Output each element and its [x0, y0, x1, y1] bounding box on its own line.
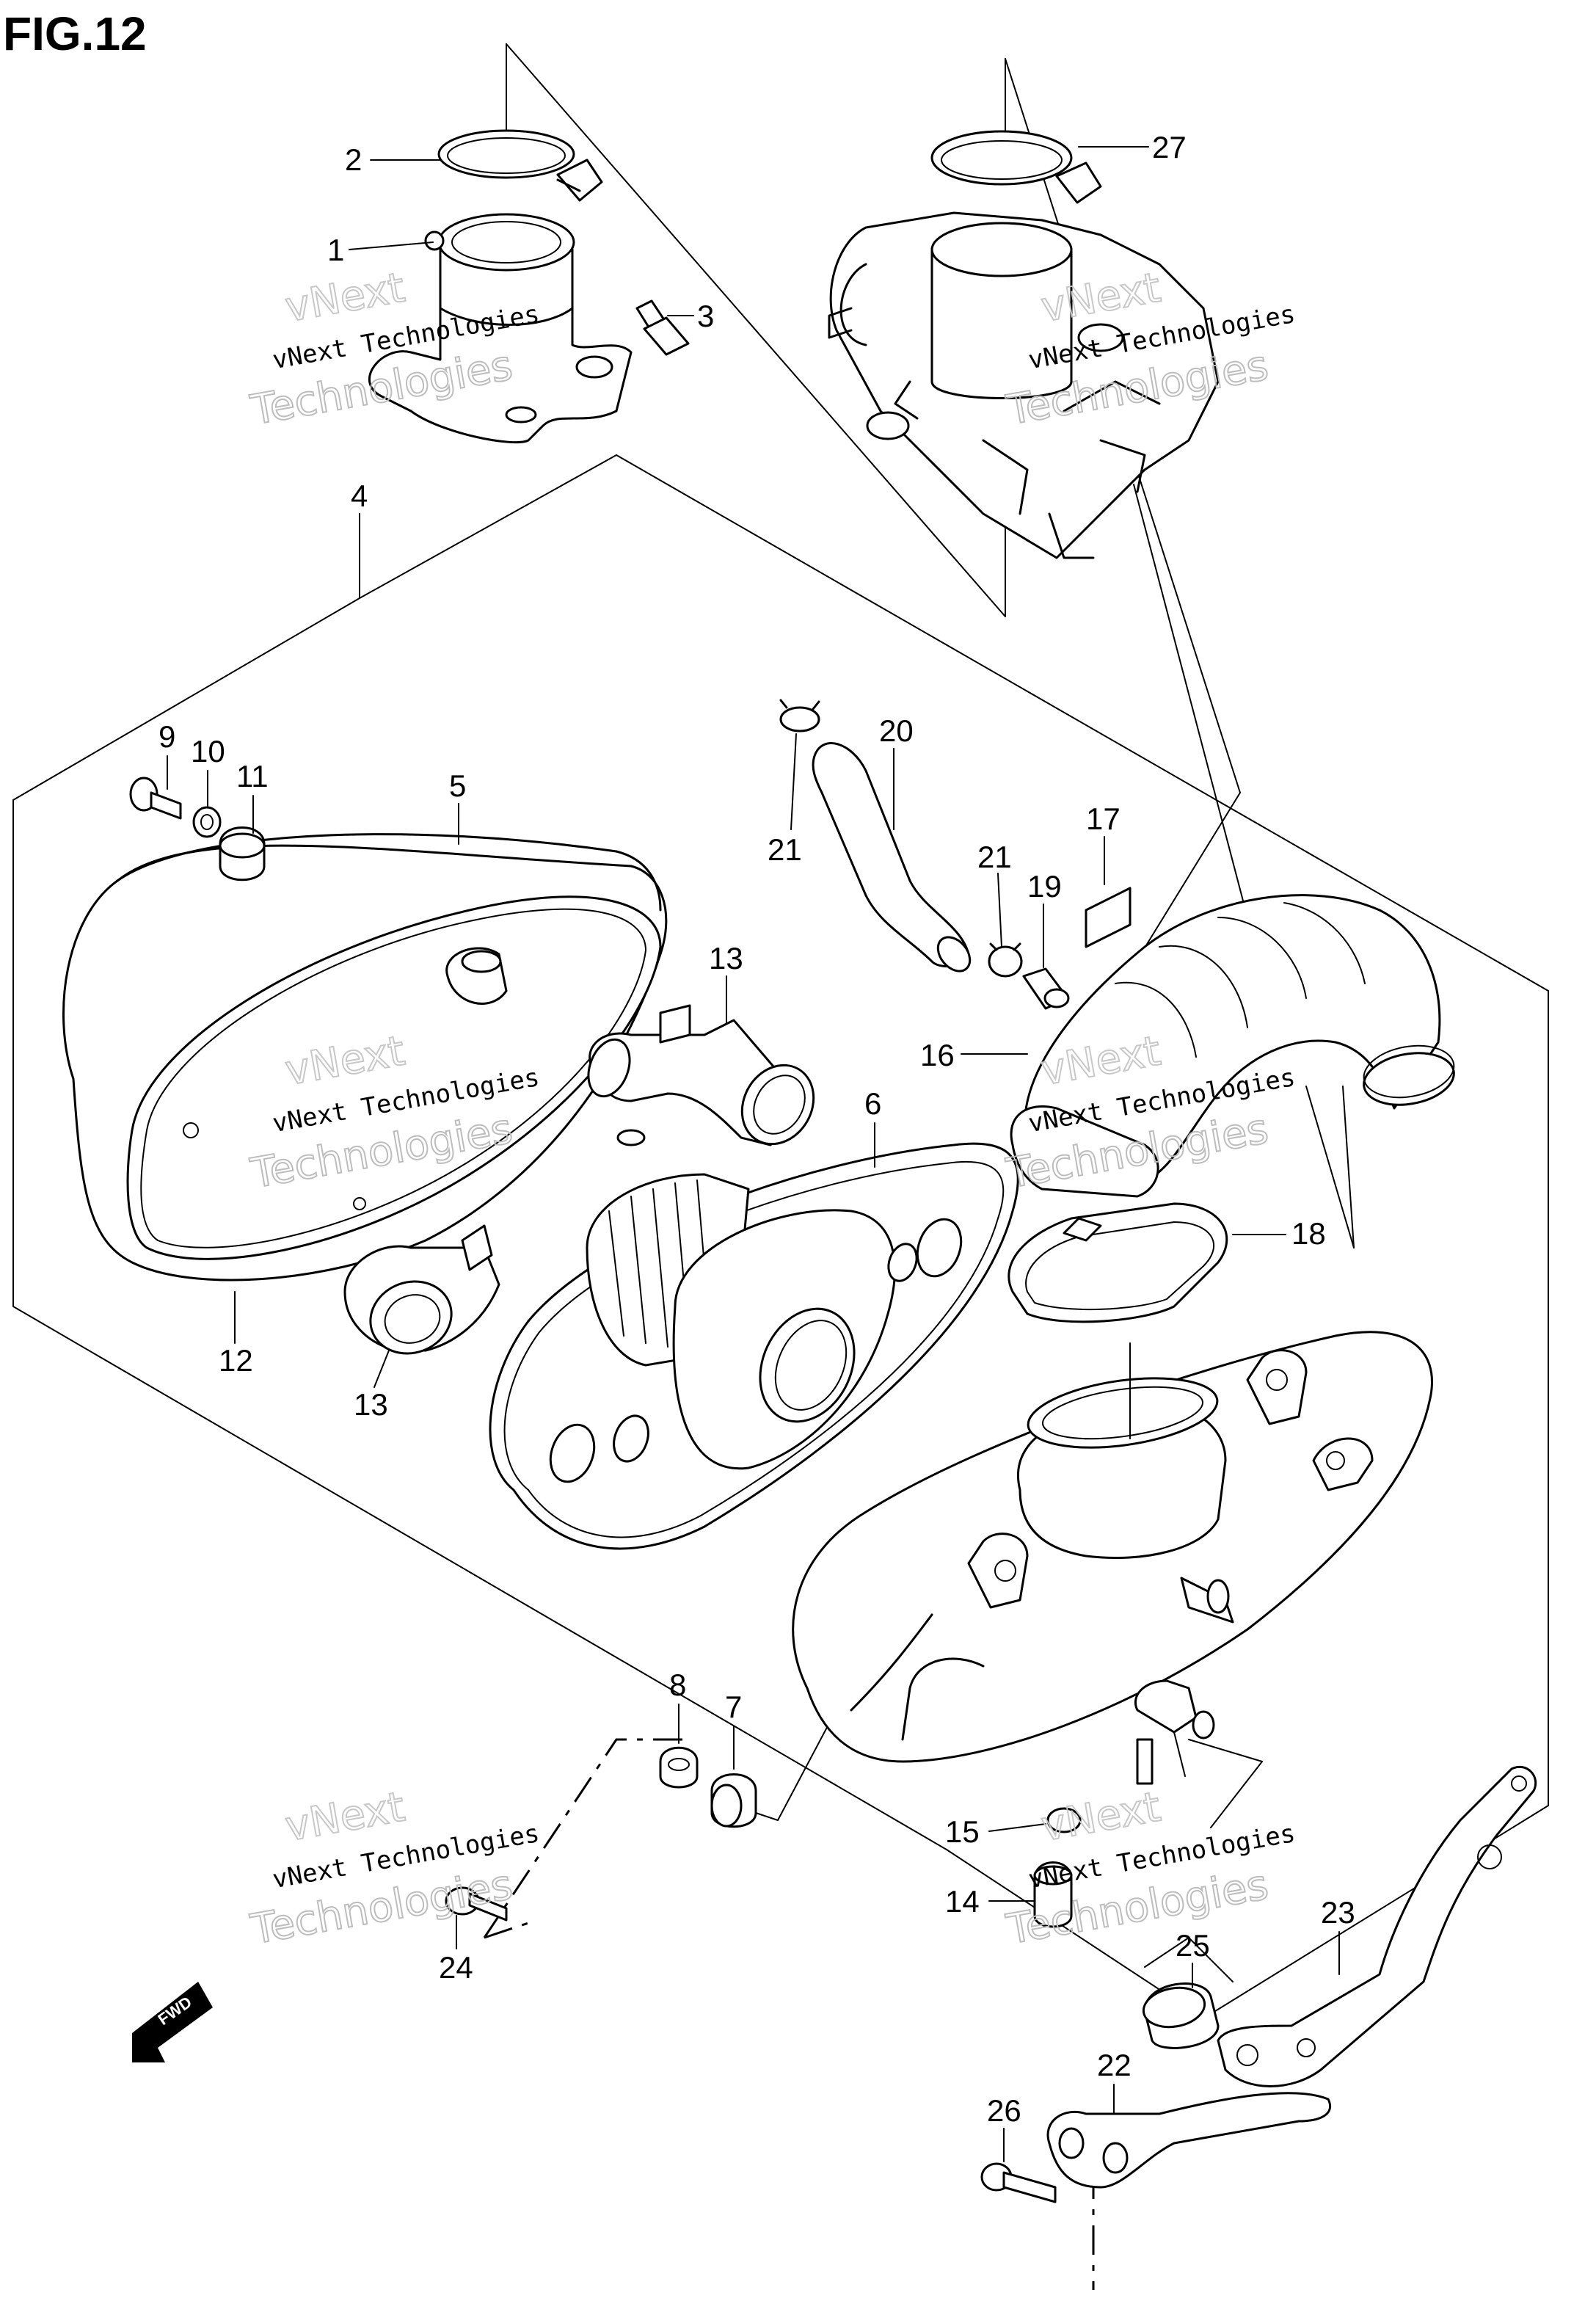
watermark-line1: vNext — [1038, 1783, 1164, 1850]
inlet-duct-part-16 — [1010, 894, 1455, 1198]
label-2: 2 — [345, 142, 362, 177]
label-22: 22 — [1097, 2048, 1132, 2082]
intake-joint-part-1 — [368, 213, 633, 444]
nut-part-8 — [659, 1746, 699, 1789]
label-6: 6 — [864, 1086, 881, 1121]
label-25: 25 — [1176, 1928, 1210, 1963]
label-15: 15 — [945, 1814, 980, 1849]
label-1: 1 — [327, 233, 344, 267]
label-5: 5 — [449, 768, 466, 803]
screw-part-3 — [635, 299, 690, 356]
watermark-bottom-right: vNext vNext Technologies Technologies — [1002, 1782, 1298, 1955]
cushion-part-11 — [219, 826, 266, 881]
seal-part-18 — [1007, 1202, 1228, 1323]
pipe-part-13-upper — [587, 1004, 815, 1146]
throttle-body-assembly — [828, 130, 1220, 559]
clamp-part-2 — [437, 129, 603, 202]
label-17: 17 — [1086, 801, 1121, 836]
watermark-line1: vNext — [282, 263, 408, 331]
pipe-part-13-lower — [343, 1224, 500, 1355]
air-cleaner-case-lower — [792, 1331, 1433, 1785]
cushion-part-25 — [1142, 1982, 1220, 2049]
plug-part-19 — [1022, 967, 1070, 1010]
label-13-lower: 13 — [354, 1387, 388, 1422]
washer-part-10 — [192, 806, 222, 838]
label-16: 16 — [920, 1038, 955, 1072]
label-19: 19 — [1027, 869, 1062, 904]
watermark-line1: vNext — [282, 1783, 408, 1850]
label-part-17 — [1085, 887, 1132, 948]
watermark-bottom-left: vNext vNext Technologies Technologies — [247, 1782, 542, 1955]
label-13-upper: 13 — [709, 941, 743, 975]
clip-part-21-lower — [988, 942, 1023, 978]
label-24: 24 — [439, 1950, 473, 1985]
air-cleaner-element-part-6 — [489, 1142, 1019, 1550]
label-14: 14 — [945, 1884, 980, 1919]
fwd-badge: FWD — [132, 1982, 213, 2062]
bracket-part-23 — [1217, 1765, 1537, 2087]
bolt-part-26 — [980, 2162, 1057, 2203]
label-21-lower: 21 — [977, 840, 1012, 874]
bolt-part-24 — [445, 1886, 508, 1922]
label-4: 4 — [351, 479, 368, 513]
label-10: 10 — [191, 734, 225, 768]
clip-part-21-upper — [779, 699, 820, 733]
cushion-part-7 — [710, 1773, 757, 1828]
air-cleaner-cover-part-5 — [62, 833, 668, 1282]
label-27: 27 — [1152, 130, 1187, 164]
label-21-upper: 21 — [768, 832, 802, 867]
label-18: 18 — [1291, 1216, 1326, 1251]
figure-title: FIG.12 — [3, 7, 147, 60]
label-23: 23 — [1321, 1895, 1355, 1930]
label-20: 20 — [879, 713, 914, 748]
bolt-part-9 — [129, 777, 182, 820]
label-26: 26 — [987, 2093, 1021, 2128]
plug-part-14 — [1033, 1861, 1073, 1928]
fwd-arrow-icon — [132, 1982, 213, 2062]
hose-part-20 — [812, 742, 972, 973]
label-12: 12 — [219, 1343, 253, 1378]
label-9: 9 — [158, 719, 175, 754]
part-labels: 2 1 3 27 4 9 10 11 5 21 20 17 21 19 13 1… — [158, 130, 1355, 2162]
clip-part-15 — [1046, 1807, 1082, 1833]
label-3: 3 — [697, 299, 714, 333]
bracket-part-22 — [1046, 2092, 1331, 2189]
label-7: 7 — [725, 1690, 742, 1724]
label-8: 8 — [669, 1668, 686, 1702]
label-11: 11 — [236, 759, 269, 793]
